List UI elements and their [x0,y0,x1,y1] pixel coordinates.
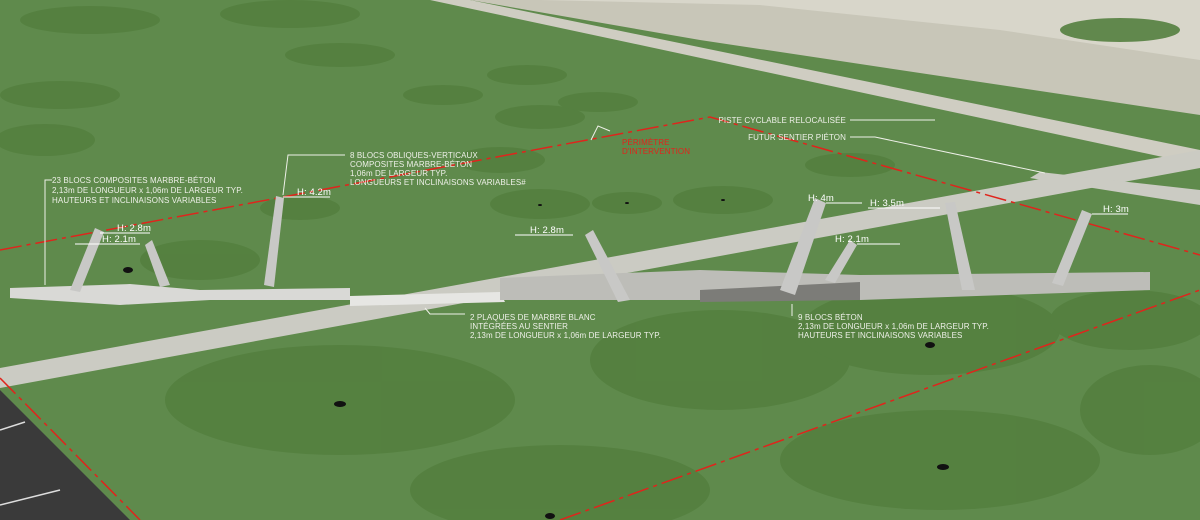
parking-line [0,489,61,506]
annotation-line: 1,06m DE LARGEUR TYP. [350,169,447,178]
annotation-line: HAUTEURS ET INCLINAISONS VARIABLES [798,331,962,340]
annotation-blocs-composites: 23 BLOCS COMPOSITES MARBRE-BÉTON 2,13m D… [52,176,243,205]
height-label: H: 3m [1103,204,1129,215]
height-labels [75,196,1128,245]
annotation-line: PÉRIMÈTRE [622,138,670,147]
installation-blocks [10,196,1150,306]
parking-lot [0,390,130,520]
pedestrian-path [0,150,1200,388]
annotation-line: 9 BLOCS BÉTON [798,313,863,322]
annotation-futur-sentier: FUTUR SENTIER PIÉTON [748,133,846,142]
leader-lines [44,119,1046,316]
cycle-path [430,0,1200,165]
annotation-line: 8 BLOCS OBLIQUES-VERTICAUX [350,151,478,160]
annotation-line: D'INTERVENTION [622,147,690,156]
annotation-piste-cyclable: PISTE CYCLABLE RELOCALISÉE [718,116,846,125]
annotation-line: 23 BLOCS COMPOSITES MARBRE-BÉTON [52,176,216,185]
annotation-line: 2,13m DE LONGUEUR x 1,06m DE LARGEUR TYP… [52,186,243,195]
annotation-line: COMPOSITES MARBRE-BÉTON [350,160,472,169]
annotation-line: INTÉGRÉES AU SENTIER [470,322,568,331]
height-label: H: 4.2m [297,187,331,198]
annotation-line: 2 PLAQUES DE MARBRE BLANC [470,313,596,322]
height-label: H: 4m [808,193,834,204]
annotation-line: 2,13m DE LONGUEUR x 1,06m DE LARGEUR TYP… [470,331,661,340]
annotation-plaques-marbre: 2 PLAQUES DE MARBRE BLANC INTÉGRÉES AU S… [470,313,661,340]
height-label: H: 3.5m [870,198,904,209]
annotation-blocs-obliques: 8 BLOCS OBLIQUES-VERTICAUX COMPOSITES MA… [350,151,526,187]
height-label: H: 2.8m [530,225,564,236]
perimeter-line [0,116,1200,520]
annotation-line: 2,13m DE LONGUEUR x 1,06m DE LARGEUR TYP… [798,322,989,331]
height-label: H: 2.1m [835,234,869,245]
road-surface [540,0,1200,60]
annotation-line: LONGUEURS ET INCLINAISONS VARIABLES# [350,178,526,187]
tree-trunks [123,199,949,519]
path-branch [1030,172,1200,205]
height-label: H: 2.8m [117,223,151,234]
height-label: H: 2.1m [102,234,136,245]
annotation-line: HAUTEURS ET INCLINAISONS VARIABLES [52,196,216,205]
annotation-blocs-beton: 9 BLOCS BÉTON 2,13m DE LONGUEUR x 1,06m … [798,313,989,340]
parking-line [0,421,26,431]
annotation-perimetre: PÉRIMÈTRE D'INTERVENTION [622,138,690,156]
